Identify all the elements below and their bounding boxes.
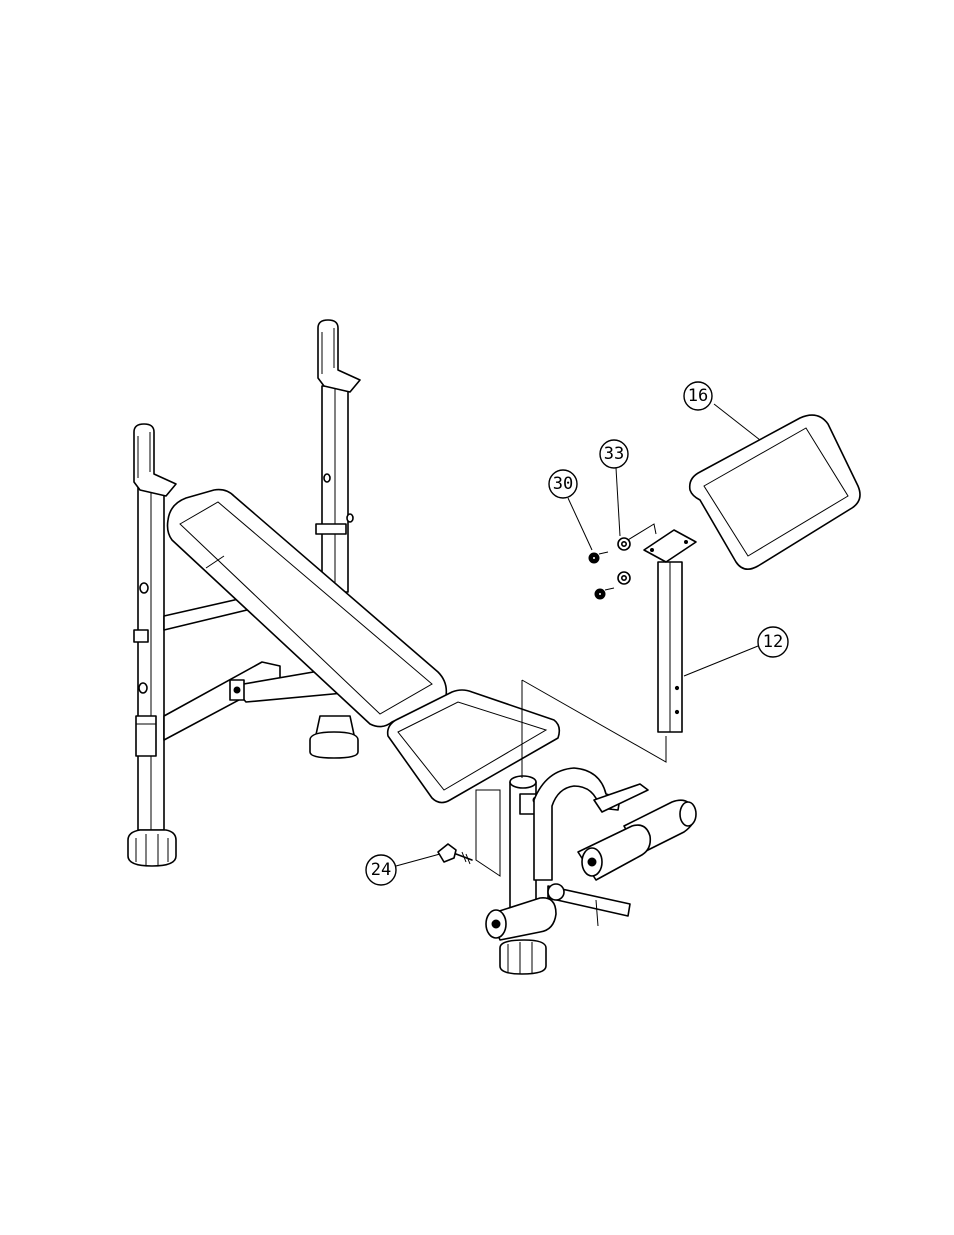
right-upright xyxy=(316,320,360,592)
callout-12-label: 12 xyxy=(763,632,783,652)
callout-33-label: 33 xyxy=(604,444,624,464)
callout-16: 16 xyxy=(684,382,760,440)
callout-24-label: 24 xyxy=(371,860,391,880)
callout-24: 24 xyxy=(366,854,440,885)
callout-33: 33 xyxy=(600,440,628,536)
callout-30: 30 xyxy=(549,470,592,550)
callout-16-label: 16 xyxy=(688,386,708,406)
callout-30-label: 30 xyxy=(553,474,573,494)
preacher-curl-assembly xyxy=(522,415,860,778)
left-upright xyxy=(128,424,176,866)
front-post xyxy=(476,768,696,974)
callout-12: 12 xyxy=(684,627,788,676)
adjustment-knob xyxy=(438,844,472,864)
